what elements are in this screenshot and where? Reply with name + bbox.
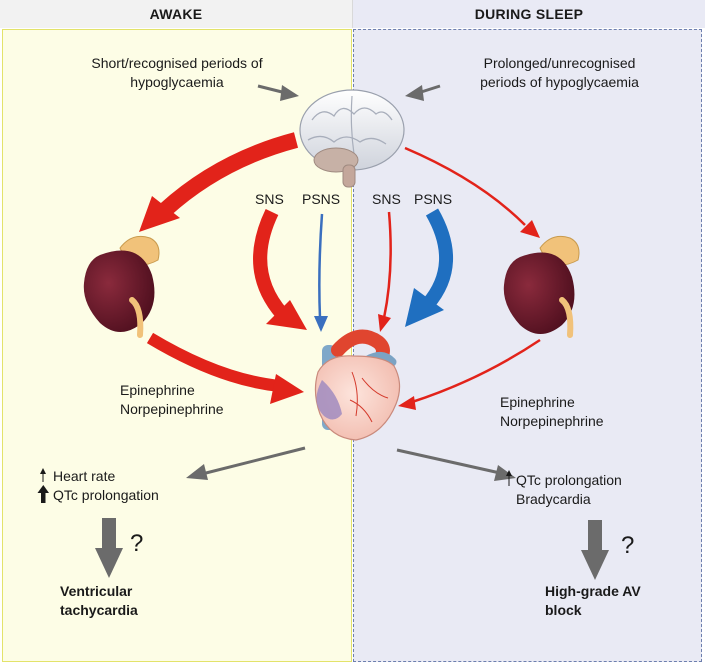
psns-arrow-awake bbox=[314, 213, 328, 332]
trigger-arrow-sleep bbox=[405, 84, 441, 101]
awake-trigger-text: Short/recognised periods of hypoglycaemi… bbox=[62, 54, 292, 92]
brain-icon bbox=[299, 89, 405, 188]
qtc-prolongation-label-sleep: QTc prolongation bbox=[516, 472, 622, 488]
effects-text-sleep: QTc prolongation Bradycardia bbox=[516, 471, 622, 509]
adrenal-kidney-icon bbox=[503, 235, 580, 338]
sns-arrow-awake bbox=[253, 208, 307, 330]
heart-icon bbox=[314, 329, 401, 441]
psns-label-awake: PSNS bbox=[302, 191, 341, 207]
sleep-trigger-text: Prolonged/unrecognised periods of hypogl… bbox=[452, 54, 667, 92]
effect-arrow-awake bbox=[186, 446, 306, 480]
norepinephrine-label-sleep: Norpepinephrine bbox=[500, 413, 604, 429]
outcome-line-1-awake: Ventricular bbox=[60, 583, 133, 599]
during-sleep-header: DURING SLEEP bbox=[353, 0, 705, 28]
trigger-arrow-awake bbox=[257, 84, 299, 101]
hormones-text-sleep: Epinephrine Norpepinephrine bbox=[500, 393, 604, 431]
heart-rate-label: Heart rate bbox=[53, 468, 116, 484]
hormone-arrow-awake bbox=[146, 332, 304, 404]
increase-large-icon bbox=[37, 485, 49, 503]
sns-label-sleep: SNS bbox=[372, 191, 401, 207]
hormones-text-awake: Epinephrine Norpepinephrine bbox=[120, 381, 224, 419]
increase-icon bbox=[40, 468, 46, 482]
outcome-line-1-sleep: High-grade AV bbox=[545, 583, 641, 599]
question-mark-awake: ? bbox=[130, 530, 144, 557]
awake-header: AWAKE bbox=[0, 0, 353, 28]
sns-label-awake: SNS bbox=[255, 191, 284, 207]
increase-icon bbox=[506, 470, 512, 486]
awake-trigger-line-2: hypoglycaemia bbox=[130, 74, 224, 90]
sleep-trigger-line-2: periods of hypoglycaemia bbox=[480, 74, 639, 90]
norepinephrine-label-awake: Norpepinephrine bbox=[120, 401, 224, 417]
brain-to-adrenal-arrow-sleep bbox=[404, 146, 540, 238]
effect-arrow-sleep bbox=[396, 448, 516, 481]
adrenal-kidney-icon bbox=[83, 235, 160, 338]
sleep-trigger-line-1: Prolonged/unrecognised bbox=[483, 55, 636, 71]
brain-to-adrenal-arrow-awake bbox=[139, 132, 299, 232]
bradycardia-label: Bradycardia bbox=[516, 491, 591, 507]
sns-arrow-sleep bbox=[378, 211, 392, 332]
outcome-line-2-awake: tachycardia bbox=[60, 602, 138, 618]
question-mark-sleep: ? bbox=[621, 532, 635, 559]
hormone-arrow-sleep bbox=[398, 338, 541, 410]
outcome-line-2-sleep: block bbox=[545, 602, 582, 618]
outcome-arrow-awake bbox=[95, 518, 123, 578]
epinephrine-label-sleep: Epinephrine bbox=[500, 394, 575, 410]
psns-label-sleep: PSNS bbox=[414, 191, 453, 207]
psns-arrow-sleep bbox=[405, 208, 454, 327]
outcome-text-awake: Ventricular tachycardia bbox=[60, 582, 138, 620]
during-sleep-panel bbox=[353, 29, 702, 662]
effects-text-awake: Heart rate QTc prolongation bbox=[53, 467, 159, 505]
awake-trigger-line-1: Short/recognised periods of bbox=[91, 55, 263, 71]
outcome-arrow-sleep bbox=[581, 520, 609, 580]
qtc-prolongation-label-awake: QTc prolongation bbox=[53, 487, 159, 503]
epinephrine-label-awake: Epinephrine bbox=[120, 382, 195, 398]
outcome-text-sleep: High-grade AV block bbox=[545, 582, 641, 620]
